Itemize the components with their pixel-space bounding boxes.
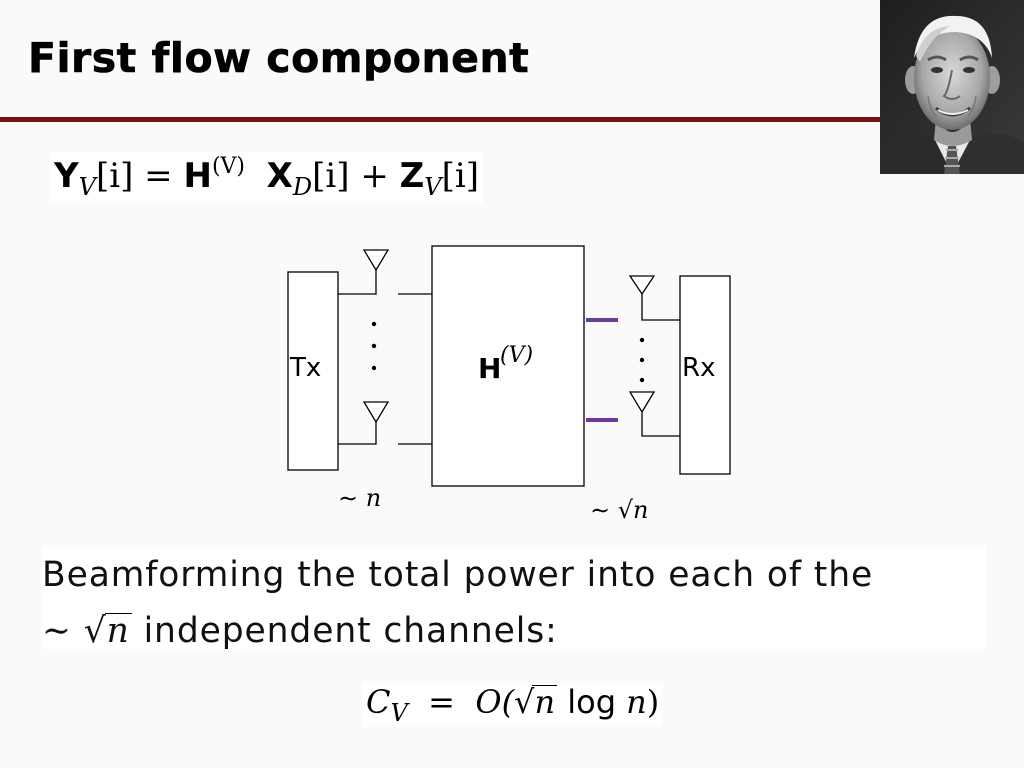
body-text: Beamforming the total power into each of… (42, 547, 986, 651)
body-line-2: ∼ √n independent channels: (42, 611, 558, 651)
eq2-O: O( (475, 683, 515, 721)
channel-label: H (478, 352, 501, 385)
eq-index-1: [i] (95, 156, 134, 196)
eq-Y-sub: V (78, 173, 96, 201)
body-line-2-suffix: independent channels: (131, 611, 558, 651)
portrait-photo (880, 0, 1024, 174)
tx-antenna-bottom-feed (338, 422, 377, 445)
eq2-equals: = (407, 683, 476, 721)
tx-antenna-bottom-icon (362, 401, 390, 424)
eq-plus: + (349, 156, 400, 196)
eq-X-sub: D (292, 173, 313, 201)
eq-X: X (266, 156, 293, 196)
title-rule (0, 117, 884, 122)
rx-antenna-top-feed (641, 294, 680, 321)
eq-index-3: [i] (441, 156, 480, 196)
rx-label: Rx (682, 353, 715, 383)
rx-dot-3 (639, 377, 645, 383)
tx-dot-1 (371, 321, 377, 327)
channel-label-sup: (V) (500, 343, 533, 368)
channel-equation: YV[i] = H(V) XD[i] + ZV[i] (50, 152, 484, 203)
rx-antenna-bottom-feed (641, 412, 680, 437)
eq2-C-sub: V (390, 699, 408, 727)
rx-count-label: ∼ √n (590, 496, 649, 524)
tx-label: Tx (289, 353, 321, 383)
eq-Z-sub: V (424, 173, 442, 201)
rx-dot-2 (639, 357, 645, 363)
rx-box (679, 275, 731, 475)
eq2-sqrt-arg: n (532, 683, 558, 721)
rx-antenna-top-icon (628, 275, 656, 296)
eq-index-2: [i] (312, 156, 350, 196)
capacity-equation: CV = O(√n log n) (362, 683, 664, 727)
tx-box (287, 271, 339, 471)
eq-H-sup: (V) (211, 154, 246, 179)
eq2-close: ) (646, 683, 660, 721)
tx-count-label: ∼ n (338, 484, 381, 512)
tx-dot-3 (371, 365, 377, 371)
tx-antenna-top-icon (362, 249, 390, 272)
body-line-1: Beamforming the total power into each of… (42, 555, 874, 595)
body-sim: ∼ (42, 611, 84, 651)
slide-title: First flow component (28, 34, 530, 83)
rx-dot-1 (639, 337, 645, 343)
body-sqrt-arg: n (104, 611, 132, 651)
eq-equals: = (133, 156, 184, 196)
tx-dot-2 (371, 343, 377, 349)
mimo-diagram: Tx Rx H (V) ∼ n ∼ √n (287, 245, 731, 524)
eq-Z: Z (399, 156, 425, 196)
eq2-n: n (626, 683, 647, 721)
eq-H: H (183, 156, 212, 196)
tx-antenna-top-feed (338, 270, 377, 295)
eq2-C: C (366, 683, 391, 721)
eq2-log: log (557, 683, 627, 721)
rx-antenna-bottom-icon (628, 391, 656, 414)
eq-Y: Y (54, 156, 79, 196)
